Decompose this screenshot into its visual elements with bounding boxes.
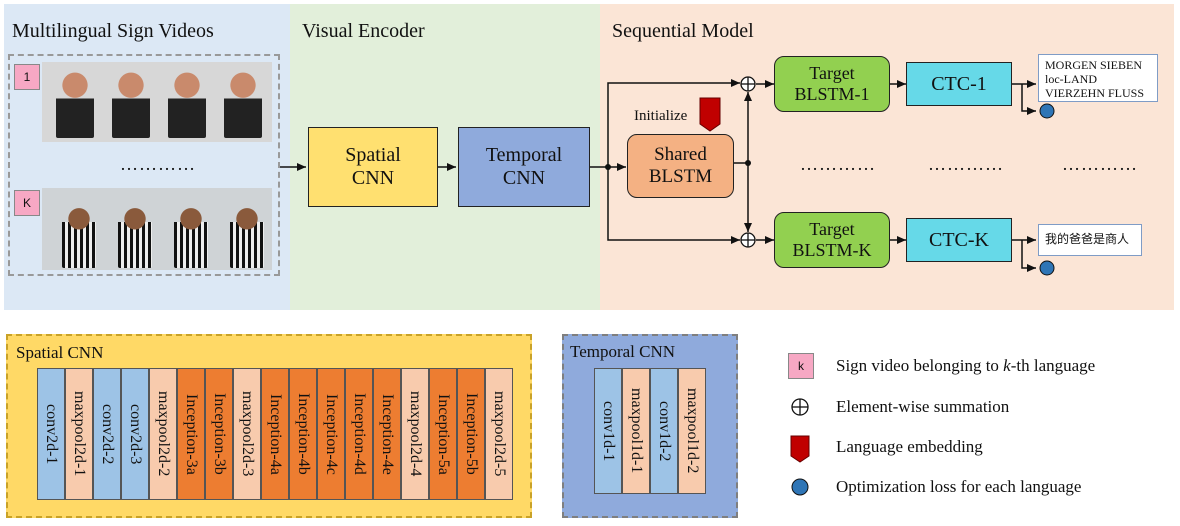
videos-ellipsis: ………… bbox=[120, 154, 196, 174]
layer-label: maxpool1d-2 bbox=[684, 388, 701, 474]
ctc-1-box: CTC-1 bbox=[906, 62, 1012, 106]
output-text-1: MORGEN SIEBEN loc-LAND VIERZEHN FLUSS bbox=[1038, 54, 1158, 102]
layer-label: Inception-4e bbox=[379, 393, 396, 475]
encoder-title: Visual Encoder bbox=[302, 20, 425, 42]
signer-frame bbox=[168, 72, 206, 138]
target-blstm-k-box: Target BLSTM-K bbox=[774, 212, 890, 268]
videos-title: Multilingual Sign Videos bbox=[12, 20, 214, 42]
layer-block: maxpool1d-1 bbox=[622, 368, 650, 494]
target-blstm-1-box: Target BLSTM-1 bbox=[774, 56, 890, 112]
layer-label: conv1d-1 bbox=[600, 400, 617, 462]
signer-frame bbox=[230, 208, 264, 268]
layer-block: maxpool2d-1 bbox=[65, 368, 93, 500]
sequential-title: Sequential Model bbox=[612, 20, 754, 42]
junction-dot bbox=[745, 160, 751, 166]
spatial-cnn-title: Spatial CNN bbox=[16, 343, 104, 362]
layer-block: Inception-4d bbox=[345, 368, 373, 500]
layer-block: Inception-4e bbox=[373, 368, 401, 500]
signer-frame bbox=[62, 208, 96, 268]
temporal-cnn-title: Temporal CNN bbox=[570, 342, 676, 361]
legend-loss-text: Optimization loss for each language bbox=[836, 477, 1082, 496]
ctc-k-box: CTC-K bbox=[906, 218, 1012, 262]
layer-block: Inception-4b bbox=[289, 368, 317, 500]
legend-badge-text-post: -th language bbox=[1010, 356, 1096, 375]
signer-frame bbox=[118, 208, 152, 268]
layer-block: maxpool1d-2 bbox=[678, 368, 706, 494]
loss-dot-1 bbox=[1039, 103, 1055, 119]
shared-blstm-box: Shared BLSTM bbox=[627, 134, 734, 198]
layer-label: maxpool2d-1 bbox=[71, 391, 88, 477]
legend-sum-text: Element-wise summation bbox=[836, 397, 1010, 416]
spatial-cnn-box: Spatial CNN bbox=[308, 127, 438, 207]
sequential-ellipsis-1: ………… bbox=[800, 154, 876, 174]
layer-label: maxpool2d-4 bbox=[407, 391, 424, 477]
layer-label: maxpool2d-3 bbox=[239, 391, 256, 477]
layer-block: conv2d-1 bbox=[37, 368, 65, 500]
sequential-ellipsis-3: ………… bbox=[1062, 154, 1138, 174]
skip-line-bottom bbox=[607, 167, 740, 244]
layer-block: maxpool2d-2 bbox=[149, 368, 177, 500]
language-embedding-icon bbox=[699, 97, 721, 132]
layer-label: conv2d-3 bbox=[127, 403, 144, 465]
legend-badge-text: Sign video belonging to k-th language bbox=[836, 356, 1095, 376]
layer-label: maxpool2d-2 bbox=[155, 391, 172, 477]
layer-label: conv2d-2 bbox=[99, 403, 116, 465]
layer-block: Inception-5b bbox=[457, 368, 485, 500]
legend-badge-text-pre: Sign video belonging to bbox=[836, 356, 1004, 375]
signer-frame bbox=[174, 208, 208, 268]
video-strip-k bbox=[42, 188, 272, 270]
legend-badge: k bbox=[788, 353, 814, 379]
layer-block: conv2d-3 bbox=[121, 368, 149, 500]
layer-label: Inception-3b bbox=[211, 393, 228, 475]
loss-dot-k bbox=[1039, 260, 1055, 276]
initialize-label: Initialize bbox=[634, 108, 688, 124]
video-badge-first: 1 bbox=[14, 64, 40, 90]
layer-label: Inception-5a bbox=[435, 393, 452, 475]
layer-label: Inception-4a bbox=[267, 393, 284, 475]
layer-label: Inception-4c bbox=[323, 393, 340, 475]
video-badge-last: K bbox=[14, 190, 40, 216]
layer-block: maxpool2d-4 bbox=[401, 368, 429, 500]
layer-label: conv2d-1 bbox=[43, 403, 60, 465]
layer-block: conv2d-2 bbox=[93, 368, 121, 500]
layer-block: conv1d-2 bbox=[650, 368, 678, 494]
junction-dot bbox=[605, 164, 611, 170]
layer-block: Inception-3a bbox=[177, 368, 205, 500]
layer-block: Inception-5a bbox=[429, 368, 457, 500]
layer-label: Inception-3a bbox=[183, 393, 200, 475]
output-text-k: 我的爸爸是商人 bbox=[1038, 224, 1142, 256]
temporal-cnn-box: Temporal CNN bbox=[458, 127, 590, 207]
legend-embedding-text: Language embedding bbox=[836, 437, 983, 456]
signer-frame bbox=[224, 72, 262, 138]
layer-block: Inception-4a bbox=[261, 368, 289, 500]
layer-label: Inception-4d bbox=[351, 393, 368, 475]
layer-label: Inception-5b bbox=[463, 393, 480, 475]
layer-label: maxpool2d-5 bbox=[491, 391, 508, 477]
layer-block: conv1d-1 bbox=[594, 368, 622, 494]
layer-block: maxpool2d-3 bbox=[233, 368, 261, 500]
skip-line-top bbox=[607, 79, 740, 167]
arrow-ctc1-to-loss bbox=[1021, 84, 1036, 115]
layer-block: maxpool2d-5 bbox=[485, 368, 513, 500]
layer-block: Inception-4c bbox=[317, 368, 345, 500]
videos-dashed-group bbox=[8, 54, 280, 276]
layer-label: maxpool1d-1 bbox=[628, 388, 645, 474]
layer-block: Inception-3b bbox=[205, 368, 233, 500]
layer-label: conv1d-2 bbox=[656, 400, 673, 462]
signer-frame bbox=[56, 72, 94, 138]
layer-label: Inception-4b bbox=[295, 393, 312, 475]
legend-badge-text-var: k bbox=[1003, 356, 1011, 375]
arrow-ctck-to-loss bbox=[1021, 240, 1036, 272]
video-strip-1 bbox=[42, 62, 272, 142]
sequential-ellipsis-2: ………… bbox=[928, 154, 1004, 174]
signer-frame bbox=[112, 72, 150, 138]
